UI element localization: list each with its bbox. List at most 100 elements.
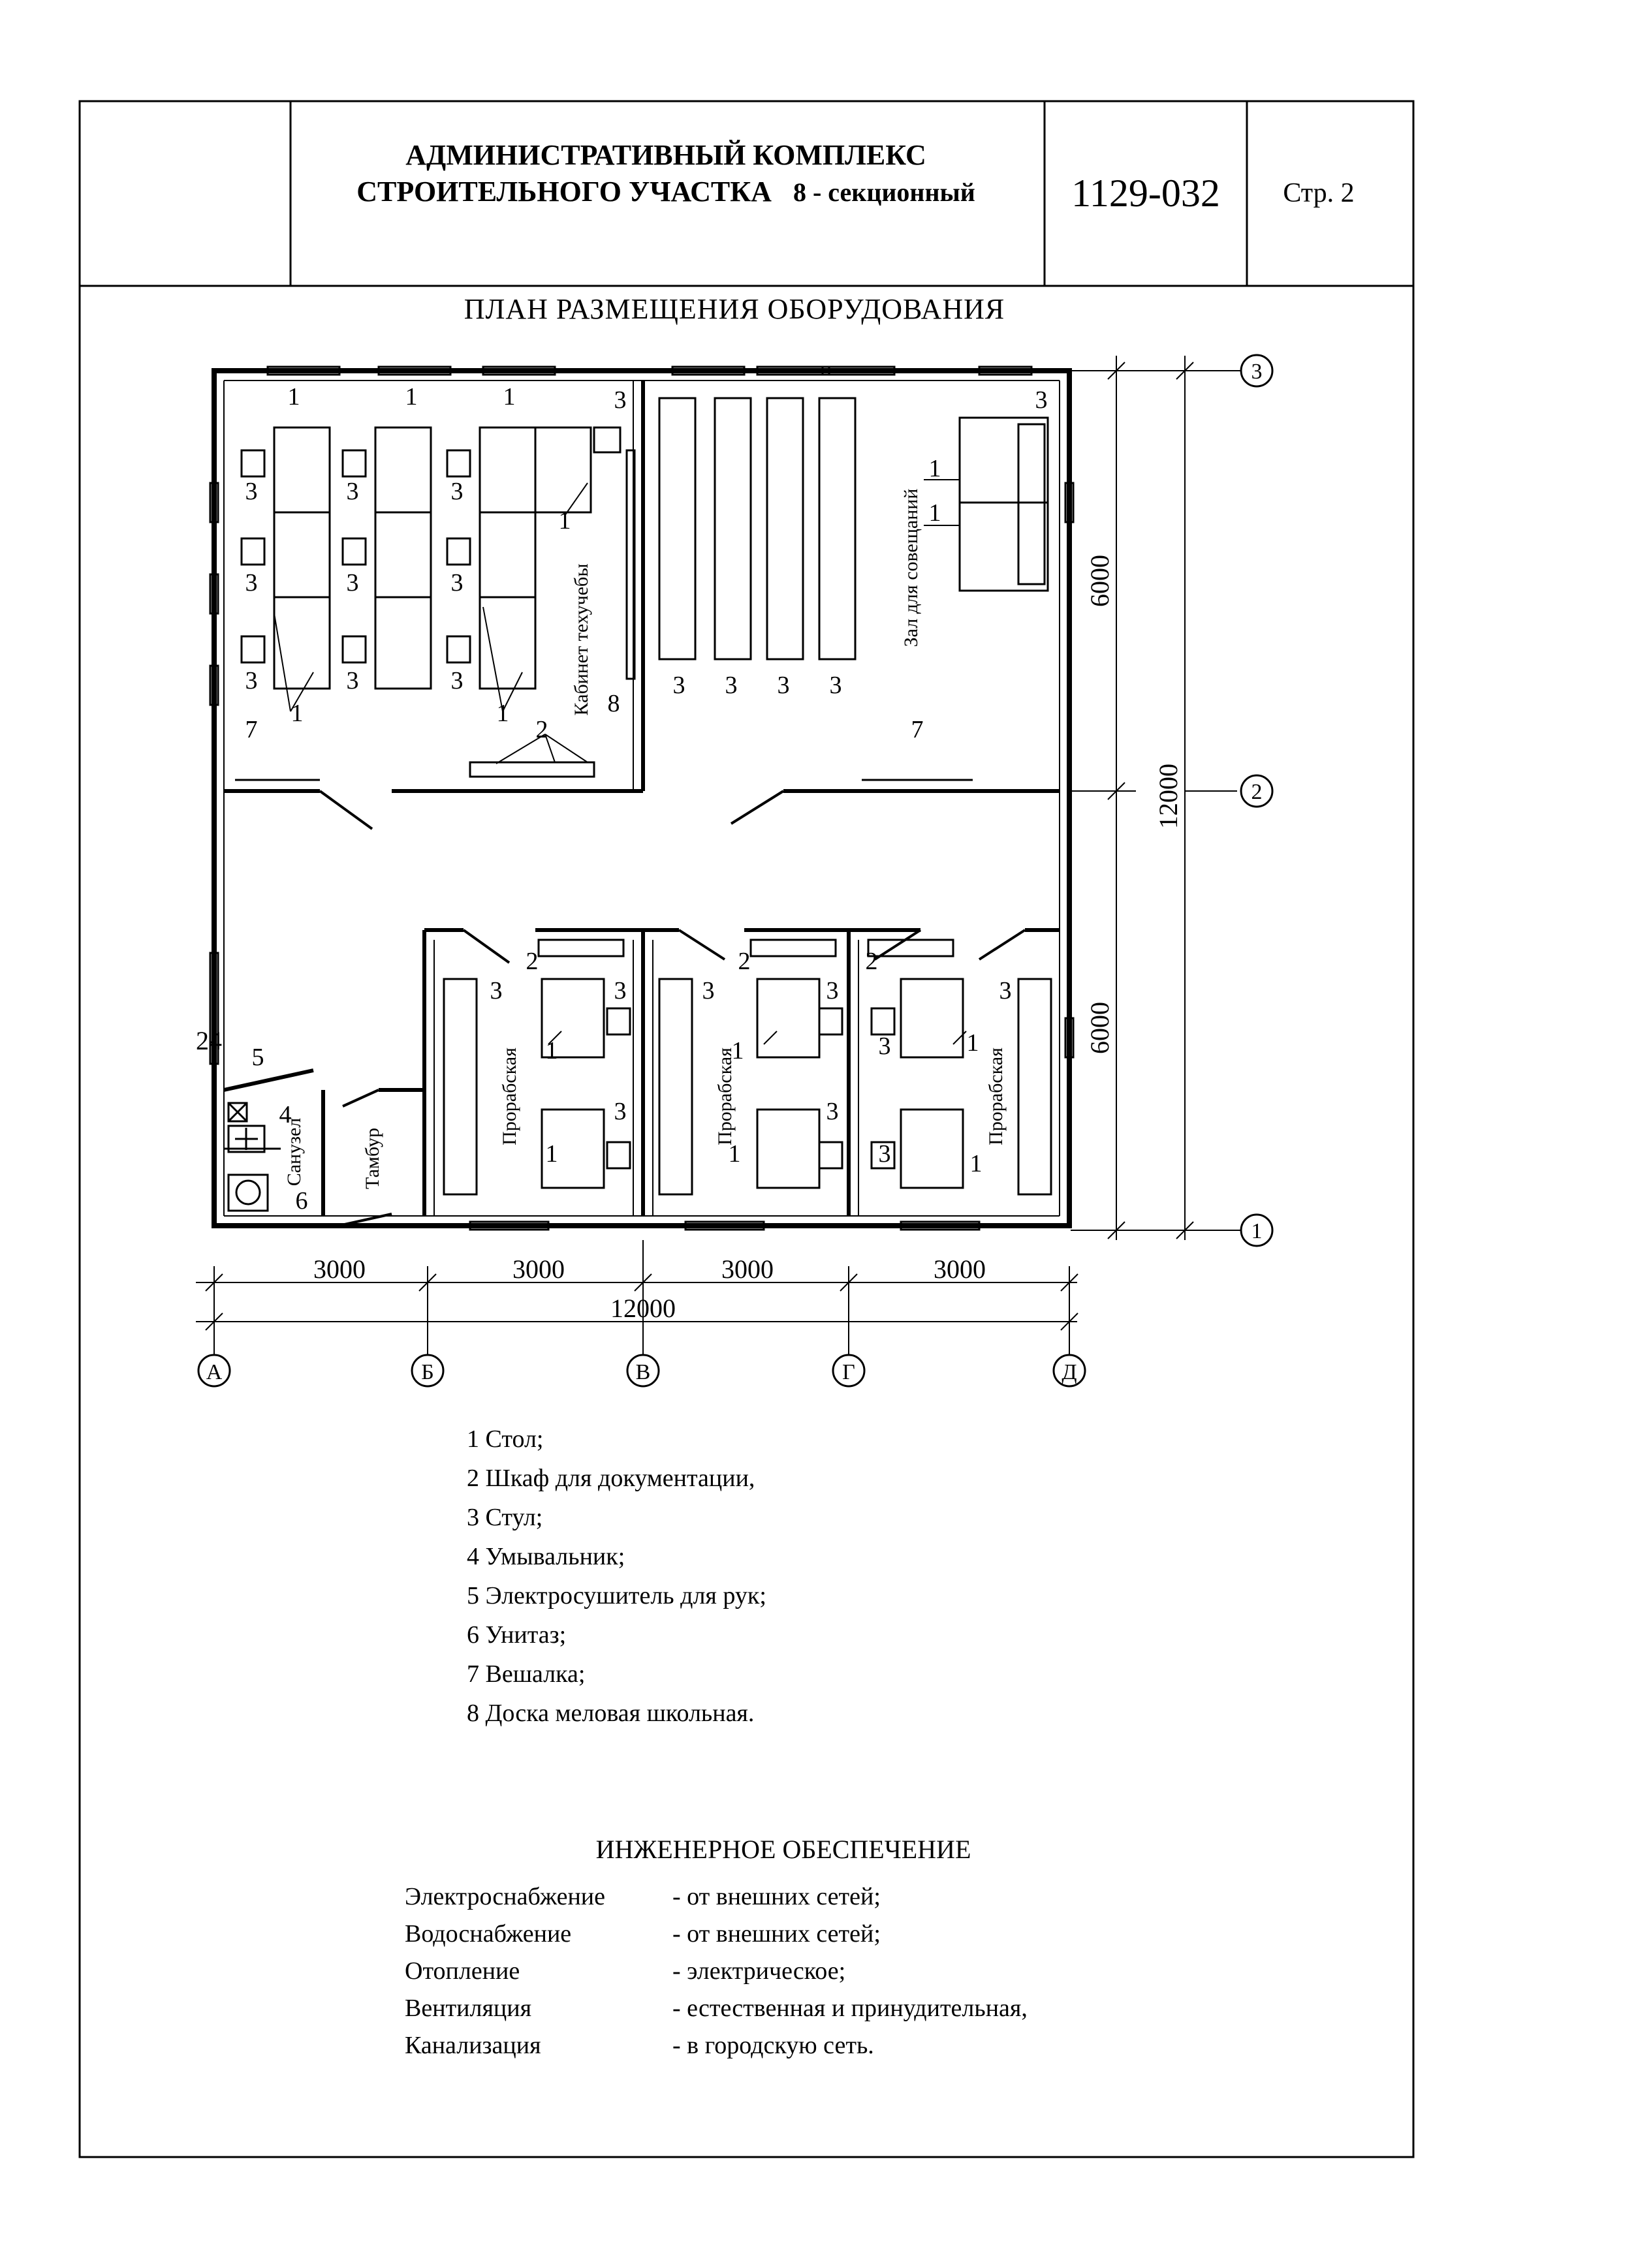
callout-3: 3 — [614, 386, 627, 414]
leader-lines — [274, 479, 967, 1045]
room-tech-study: Кабинет техучебы — [571, 564, 592, 716]
callout-8: 8 — [608, 690, 620, 717]
engineering-title: ИНЖЕНЕРНОЕ ОБЕСПЕЧЕНИЕ — [595, 1835, 971, 1864]
callout-1: 1 — [729, 1140, 741, 1168]
callout-7: 7 — [911, 716, 924, 743]
engineering-name: Электроснабжение — [405, 1883, 606, 1910]
legend-item: 2 Шкаф для документации, — [467, 1465, 755, 1492]
axis-b: Б — [421, 1360, 434, 1384]
callout-3: 3 — [830, 672, 842, 699]
plan-title: ПЛАН РАЗМЕЩЕНИЯ ОБОРУДОВАНИЯ — [464, 293, 1005, 325]
engineering-name: Канализация — [405, 2032, 541, 2059]
section-count: 8 - секционный — [793, 178, 975, 207]
callout-1: 1 — [732, 1037, 744, 1064]
door-swings — [319, 790, 1026, 1228]
callout-2: 2 — [536, 716, 548, 743]
callout-3: 3 — [347, 667, 359, 694]
callout-3: 3 — [879, 1033, 891, 1060]
equipment-legend: 1 Стол; 2 Шкаф для документации, 3 Стул;… — [467, 1420, 766, 1733]
callout-3: 3 — [245, 569, 258, 597]
axis-1: 1 — [1251, 1219, 1263, 1243]
legend-item: 4 Умывальник; — [467, 1543, 625, 1570]
room-foreman-1: Прорабская — [499, 1048, 520, 1145]
callout-3: 3 — [451, 569, 464, 597]
callout-3: 3 — [490, 977, 503, 1004]
title-line-1: АДМИНИСТРАТИВНЫЙ КОМПЛЕКС — [405, 139, 926, 171]
callout-1: 1 — [291, 700, 304, 727]
callout-3: 3 — [347, 569, 359, 597]
document-title: АДМИНИСТРАТИВНЫЙ КОМПЛЕКС СТРОИТЕЛЬНОГО … — [294, 137, 1038, 211]
outer-walls — [212, 368, 1072, 1228]
dim-depth-bottom: 6000 — [1085, 1002, 1114, 1054]
page-number: Стр. 2 — [1283, 178, 1355, 208]
windows — [209, 365, 1075, 1231]
dimension-lines — [196, 356, 1240, 1358]
dim-total-width: 12000 — [610, 1294, 676, 1323]
engineering-value: - от внешних сетей; — [672, 1920, 881, 1948]
callout-1: 1 — [559, 507, 571, 535]
callout-2: 2 — [526, 948, 539, 975]
callout-3: 3 — [826, 1098, 839, 1125]
dim-gd: 3000 — [934, 1254, 986, 1284]
legend-item: 7 Вешалка; — [467, 1660, 586, 1688]
legend-item: 3 Стул; — [467, 1504, 543, 1531]
document-code: 1129-032 — [1071, 172, 1220, 215]
axis-bubbles — [197, 354, 1274, 1388]
room-vestibule: Тамбур — [362, 1128, 383, 1189]
callout-3: 3 — [1035, 386, 1048, 414]
engineering-value: - естественная и принудительная, — [672, 1995, 1028, 2022]
room-meeting-hall: Зал для совещаний — [900, 489, 922, 647]
inner-walls — [223, 380, 1060, 1217]
axis-3: 3 — [1251, 360, 1263, 384]
sanitary-fixtures — [227, 1102, 269, 1212]
engineering-value: - в городскую сеть. — [672, 2032, 874, 2059]
dim-ab: 3000 — [313, 1254, 366, 1284]
engineering-name: Отопление — [405, 1957, 520, 1985]
callout-3: 3 — [778, 672, 790, 699]
callout-1: 1 — [546, 1037, 558, 1064]
legend-item: 1 Стол; — [467, 1425, 544, 1453]
callout-1: 1 — [288, 383, 300, 411]
callout-1: 1 — [929, 499, 941, 527]
engineering-value: - от внешних сетей; — [672, 1883, 881, 1910]
callout-1: 1 — [929, 455, 941, 482]
room-labels: Кабинет техучебы Зал для совещаний Прора… — [283, 489, 1007, 1189]
dimension-text: 3000 3000 3000 3000 12000 6000 6000 1200… — [196, 360, 1263, 1384]
dim-depth-top: 6000 — [1085, 555, 1114, 607]
callout-3: 3 — [999, 977, 1012, 1004]
callout-3: 3 — [245, 478, 258, 505]
callout-1: 1 — [546, 1140, 558, 1168]
room-foreman-3: Прорабская — [985, 1048, 1007, 1145]
callout-3: 3 — [614, 977, 627, 1004]
callout-1: 1 — [497, 700, 509, 727]
axis-v: В — [636, 1360, 651, 1384]
marker-24: 24 — [196, 1026, 222, 1055]
axis-d: Д — [1062, 1360, 1077, 1384]
callout-3: 3 — [673, 672, 685, 699]
callout-1: 1 — [405, 383, 418, 411]
callout-3: 3 — [451, 667, 464, 694]
dim-vg: 3000 — [721, 1254, 774, 1284]
dim-bv: 3000 — [512, 1254, 565, 1284]
callout-6: 6 — [296, 1187, 308, 1215]
callout-3: 3 — [879, 1140, 891, 1168]
dim-total-depth: 12000 — [1154, 764, 1183, 829]
axis-g: Г — [842, 1360, 855, 1384]
legend-item: 6 Унитаз; — [467, 1621, 567, 1649]
callout-1: 1 — [967, 1029, 979, 1057]
callout-3: 3 — [451, 478, 464, 505]
callout-2: 2 — [738, 948, 751, 975]
axis-2: 2 — [1251, 780, 1263, 804]
engineering-name: Вентиляция — [405, 1995, 532, 2022]
legend-item: 8 Доска меловая школьная. — [467, 1700, 755, 1727]
callout-1: 1 — [503, 383, 516, 411]
legend-item: 5 Электросушитель для рук; — [467, 1582, 766, 1609]
engineering-name: Водоснабжение — [405, 1920, 572, 1948]
title-line-2: СТРОИТЕЛЬНОГО УЧАСТКА — [356, 176, 772, 208]
tech-study-tables — [235, 426, 636, 781]
foreman-office-furniture — [443, 939, 1052, 1196]
callout-3: 3 — [826, 977, 839, 1004]
sheet-frame — [78, 100, 1415, 2158]
